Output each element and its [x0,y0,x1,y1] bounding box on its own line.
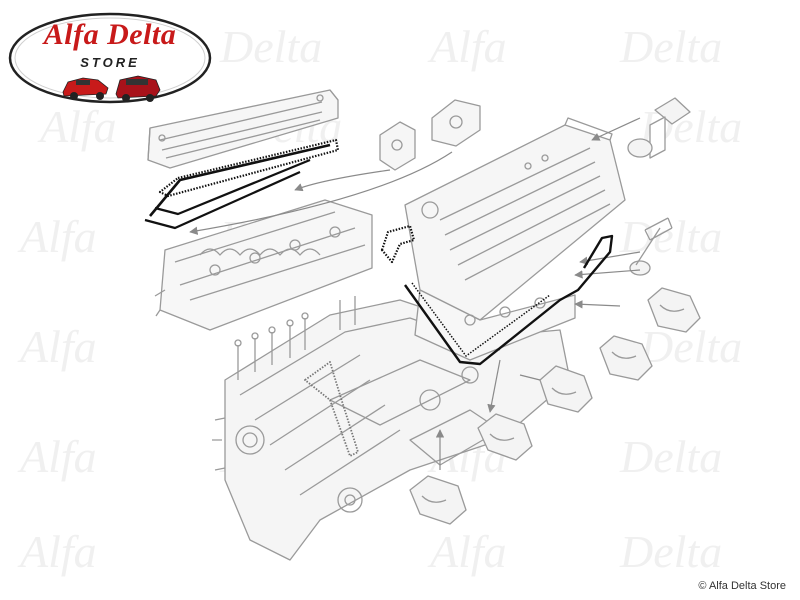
red-car-icon [62,77,109,100]
left-cam-cover-gasket [158,138,340,198]
red-car-icon [115,75,161,102]
bolt-top [627,97,691,159]
right-cam-cover-end-gasket [380,224,416,264]
cam-bearing-caps [379,99,481,171]
highlighted-gaskets [144,138,614,457]
right-cam-cover [404,117,626,321]
left-cam-cover [147,89,339,169]
copyright-notice: © Alfa Delta Store [698,580,786,592]
brand-subtitle: STORE [80,55,140,70]
right-cylinder-head [414,289,576,361]
brand-name: Alfa Delta [43,18,177,51]
bolt-long [629,217,673,276]
right-cam-cover-gasket [404,234,614,366]
main-bearing-caps [409,287,701,525]
alfa-delta-store-logo [8,12,212,104]
left-cylinder-head [154,199,373,331]
pointer-arrows [189,117,641,470]
left-head-gasket [304,361,359,457]
